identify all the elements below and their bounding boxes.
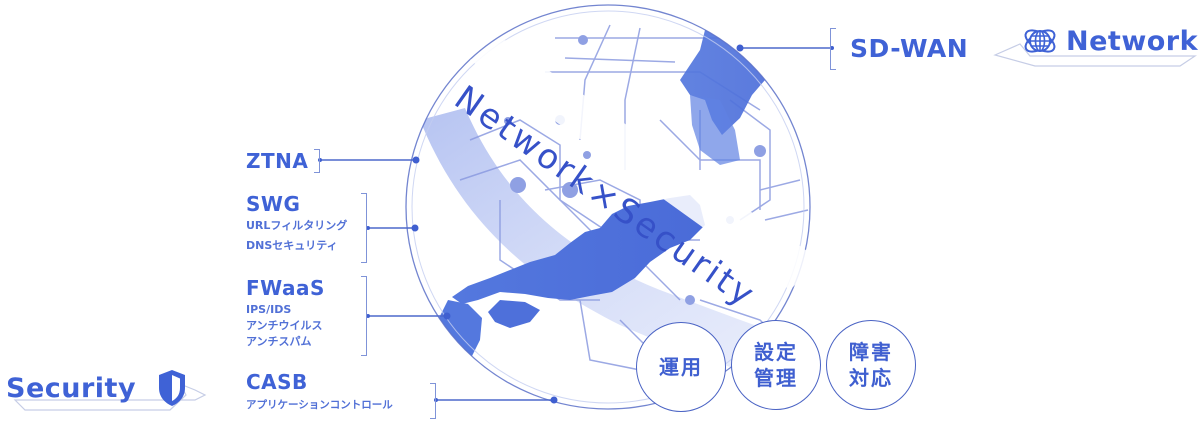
ztna-label: ZTNA xyxy=(246,149,309,173)
security-tag-label: Security xyxy=(6,372,137,404)
swg-sub-2: DNSセキュリティ xyxy=(246,239,338,252)
casb-bracket xyxy=(430,383,436,419)
sdwan-bracket xyxy=(830,28,836,70)
network-tag: Network xyxy=(1022,24,1198,58)
shield-icon xyxy=(156,368,188,408)
swg-sub-1: URLフィルタリング xyxy=(246,219,348,232)
ztna-bracket xyxy=(314,149,320,173)
network-tag-label: Network xyxy=(1066,25,1199,57)
network-tag-underline xyxy=(993,43,1197,67)
service-circle-operation: 運用 xyxy=(636,322,726,412)
fwaas-label: FWaaS xyxy=(246,276,325,300)
service-circle-operation-line-1: 運用 xyxy=(659,355,703,379)
service-circle-incident-line-1: 障害 xyxy=(849,340,893,364)
fwaas-sub-1: IPS/IDS xyxy=(246,303,292,316)
sdwan-label: SD-WAN xyxy=(850,34,969,63)
service-circle-config-line-2: 管理 xyxy=(754,366,798,390)
security-tag: Security xyxy=(6,368,188,408)
service-circle-incident: 障害 対応 xyxy=(826,320,916,410)
casb-sub-1: アプリケーションコントロール xyxy=(246,399,393,411)
service-circle-incident-line-2: 対応 xyxy=(849,366,893,390)
swg-label: SWG xyxy=(246,192,301,216)
fwaas-bracket xyxy=(361,276,367,356)
swg-bracket xyxy=(361,193,367,263)
fwaas-sub-3: アンチスパム xyxy=(246,335,312,348)
globe-icon xyxy=(1022,24,1058,58)
fwaas-sub-2: アンチウイルス xyxy=(246,319,323,332)
service-circle-config-line-1: 設定 xyxy=(754,340,798,364)
casb-label: CASB xyxy=(246,370,308,394)
service-circle-config: 設定 管理 xyxy=(731,320,821,410)
